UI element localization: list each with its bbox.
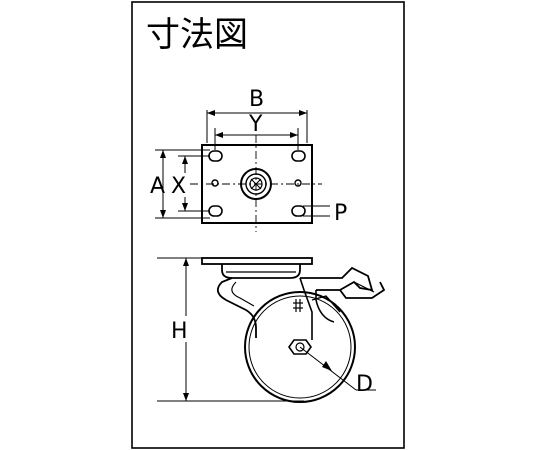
- label-b: B: [249, 87, 264, 112]
- wheel: [244, 291, 356, 403]
- top-view: [155, 110, 330, 232]
- diagram-frame: [131, 1, 405, 449]
- label-p: P: [334, 201, 347, 226]
- label-d: D: [356, 372, 373, 397]
- side-view: [157, 257, 386, 403]
- label-y: Y: [248, 112, 263, 137]
- diagram-title: 寸法図: [146, 15, 248, 55]
- label-a: A: [150, 174, 165, 199]
- label-x: X: [171, 174, 186, 199]
- label-h: H: [171, 319, 188, 344]
